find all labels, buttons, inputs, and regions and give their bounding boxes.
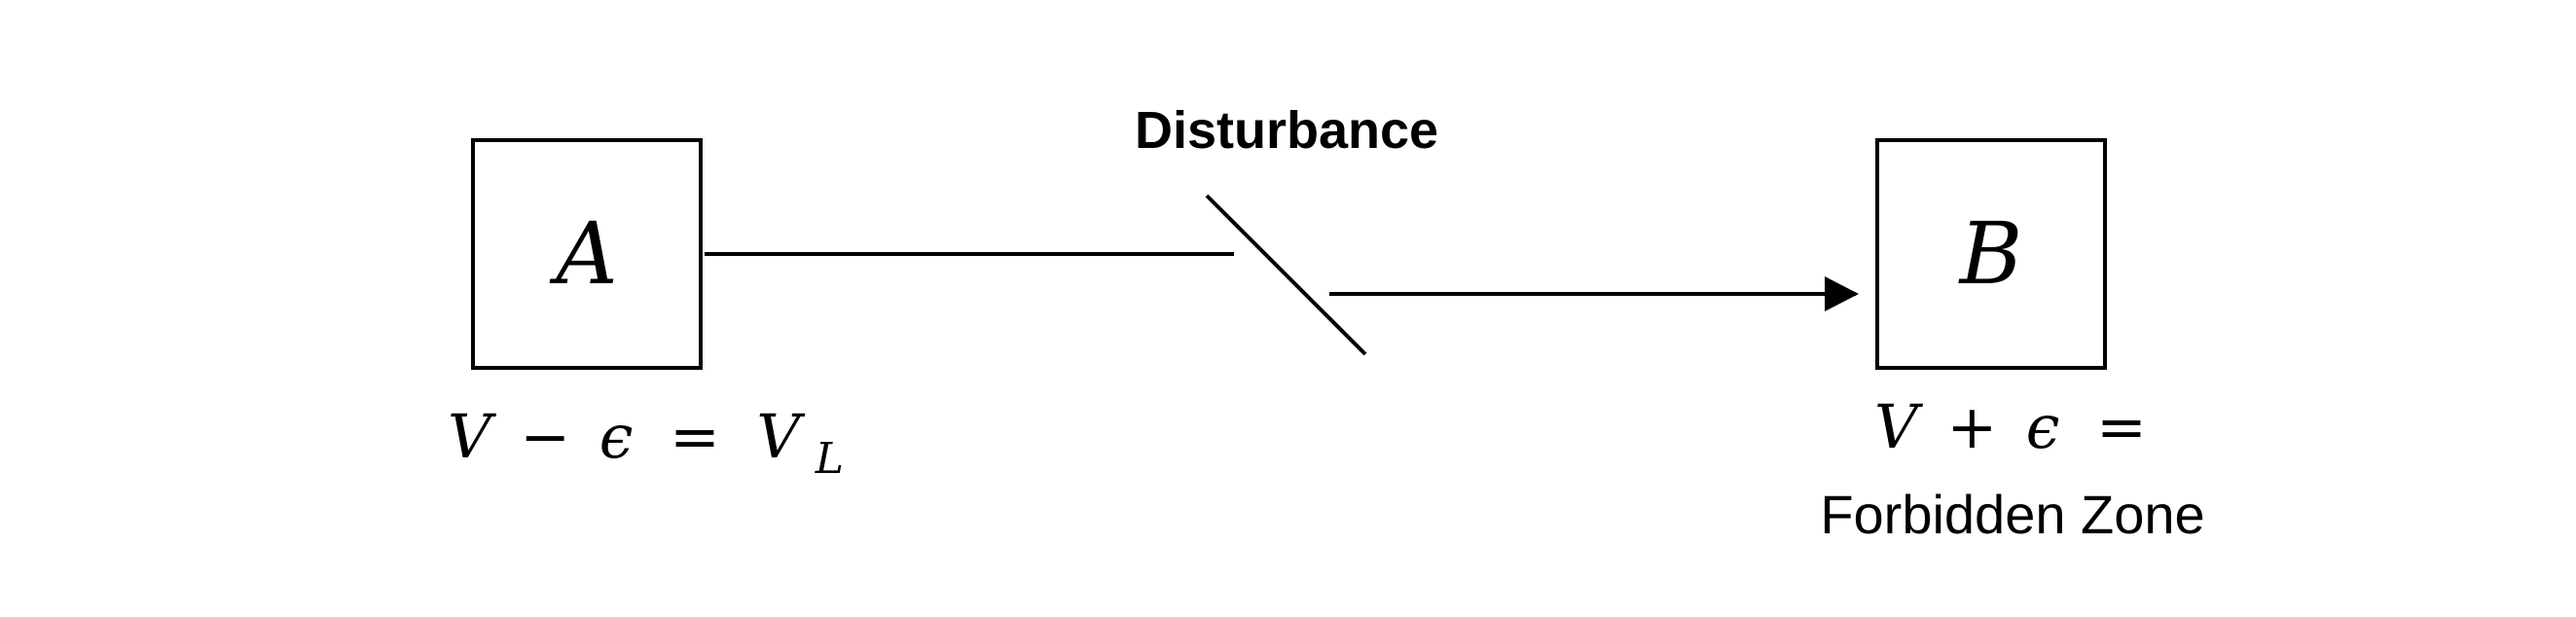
node-b-caption-epsilon: ϵ xyxy=(2026,391,2060,462)
node-a-box xyxy=(471,138,703,370)
node-b-caption-forbidden-zone: Forbidden Zone xyxy=(1820,484,2204,545)
node-a-caption-epsilon: ϵ xyxy=(599,401,634,472)
node-b-caption: V + ϵ = xyxy=(1874,391,2147,462)
arrowhead-icon xyxy=(1825,276,1859,311)
node-a-caption-equals: = xyxy=(670,401,720,472)
node-a-caption: V − ϵ = V L xyxy=(448,401,844,484)
node-b-label: B xyxy=(1958,203,2023,304)
node-a-caption-subscript: L xyxy=(815,434,844,484)
node-a-caption-minus: − xyxy=(520,401,570,472)
node-b-caption-equals: = xyxy=(2096,391,2147,462)
disturbance-label: Disturbance xyxy=(1135,101,1438,160)
disturbance-break-mark xyxy=(1205,194,1367,356)
node-a-caption-v: V xyxy=(448,401,497,472)
node-a-caption-v2: V xyxy=(756,401,806,472)
node-b-caption-plus: + xyxy=(1946,391,1997,462)
node-b-caption-v: V xyxy=(1874,391,1924,462)
node-b-box xyxy=(1875,138,2107,370)
node-a-label: A xyxy=(549,203,618,304)
